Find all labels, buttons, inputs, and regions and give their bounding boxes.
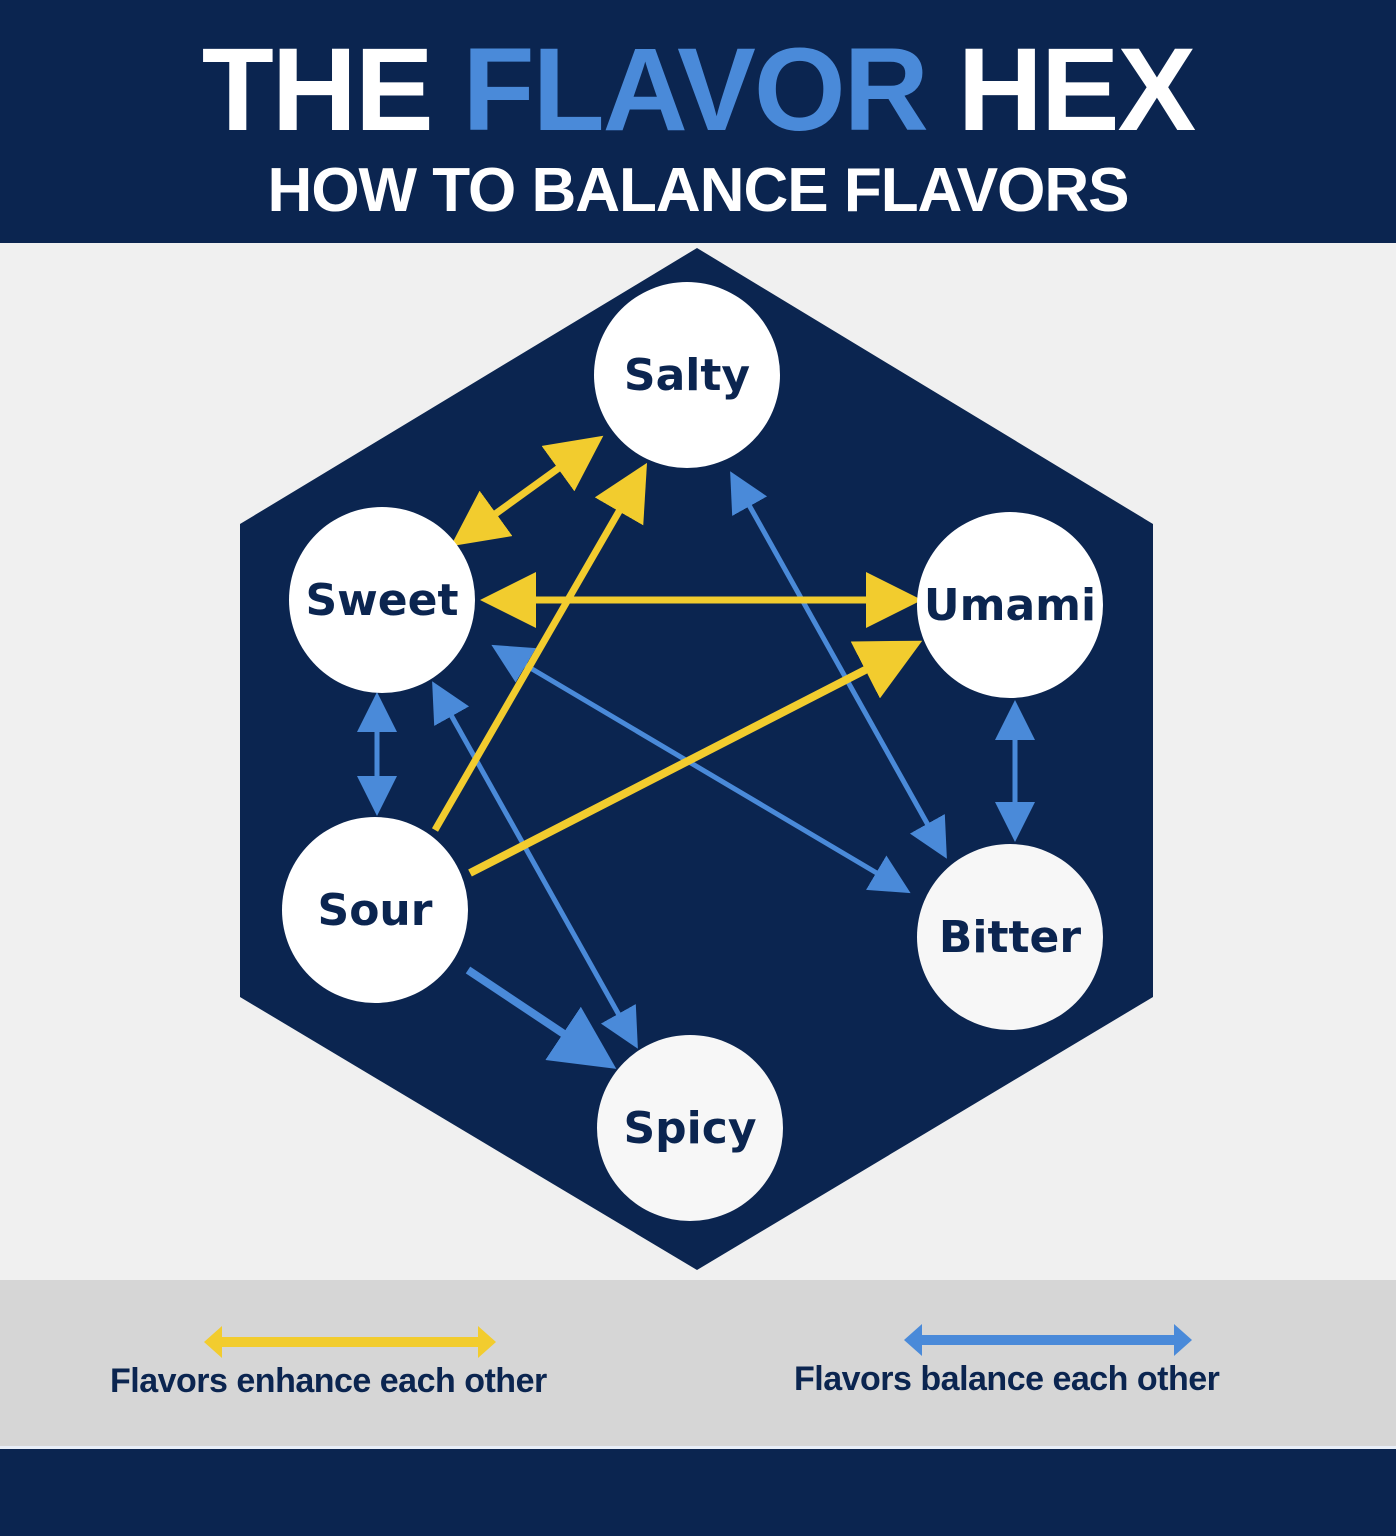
node-umami: Umami [917,512,1103,698]
legend-balance-label: Flavors balance each other [794,1360,1220,1398]
node-sweet: Sweet [289,507,475,693]
arrow-sour-salty [431,462,648,832]
blue-double-arrow-icon [904,1324,1192,1356]
page-subtitle: HOW TO BALANCE FLAVORS [267,156,1130,225]
legend-band: Flavors enhance each other Flavors balan… [0,1280,1396,1446]
node-label-salty: Salty [624,350,750,401]
balance-arrows [357,471,1035,1069]
node-label-spicy: Spicy [623,1103,756,1154]
enhance-arrows [431,435,923,877]
header-banner: THE FLAVOR HEX HOW TO BALANCE FLAVORS [0,0,1396,243]
node-bitter: Bitter [917,844,1103,1030]
node-label-umami: Umami [924,580,1096,631]
legend-enhance: Flavors enhance each other [0,1280,700,1446]
footer-band [0,1446,1396,1536]
legend-enhance-label: Flavors enhance each other [110,1362,547,1400]
title-accent: FLAVOR [462,24,929,156]
arrow-sweet-salty [450,435,604,547]
yellow-double-arrow-icon [204,1326,496,1358]
title-part-1: THE [201,24,463,156]
arrow-sour-umami [468,640,923,877]
legend-balance: Flavors balance each other [700,1280,1396,1446]
node-label-sour: Sour [318,885,433,936]
node-salty: Salty [594,282,780,468]
arrow-sweet-spicy [432,681,638,1049]
page-title: THE FLAVOR HEX [0,30,1396,150]
node-label-sweet: Sweet [305,575,458,626]
node-sour: Sour [282,817,468,1003]
title-part-2: HEX [926,24,1197,156]
node-spicy: Spicy [597,1035,783,1221]
node-label-bitter: Bitter [939,912,1082,963]
arrow-sour-spicy [465,966,617,1069]
